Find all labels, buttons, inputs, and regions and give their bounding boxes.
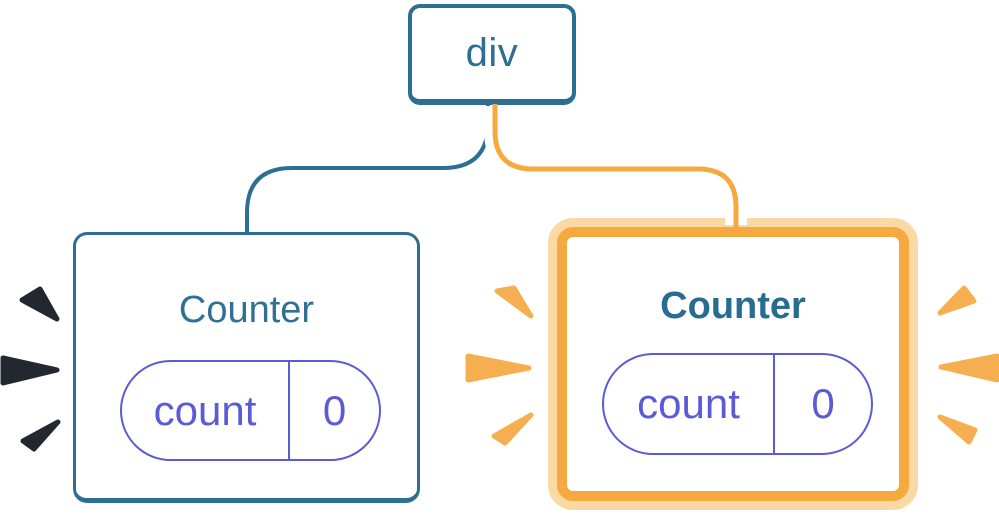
counter-2-state-pill: count 0 — [602, 353, 873, 455]
spark-icon — [465, 353, 532, 383]
tree-node-counter-1: Counter count 0 — [73, 232, 420, 503]
edge-div-to-counter-2-casing — [484, 106, 747, 225]
tree-node-div-label: div — [465, 31, 519, 75]
render-sparks-counter-1 — [0, 286, 61, 452]
counter-1-state-pill: count 0 — [120, 360, 381, 461]
tree-node-counter-2: Counter count 0 — [557, 227, 909, 501]
counter-2-title: Counter — [660, 285, 806, 327]
spark-icon — [938, 353, 999, 383]
tree-node-div: div — [408, 4, 576, 105]
render-sparks-counter-2-right — [937, 285, 999, 445]
spark-icon — [20, 419, 61, 452]
render-sparks-counter-2-left — [465, 285, 534, 446]
spark-icon — [937, 414, 978, 445]
spark-icon — [0, 355, 60, 386]
spark-icon — [491, 412, 534, 446]
edge-div-to-counter-2 — [492, 104, 739, 232]
spark-icon — [494, 285, 534, 319]
counter-1-state-key: count — [122, 362, 290, 459]
counter-1-title: Counter — [178, 289, 315, 331]
counter-2-state-key: count — [604, 355, 775, 453]
spark-icon — [19, 286, 60, 322]
counter-2-state-value: 0 — [811, 380, 835, 427]
spark-icon — [937, 285, 977, 316]
counter-1-state-value: 0 — [322, 386, 347, 434]
edge-div-to-counter-1 — [245, 104, 490, 234]
